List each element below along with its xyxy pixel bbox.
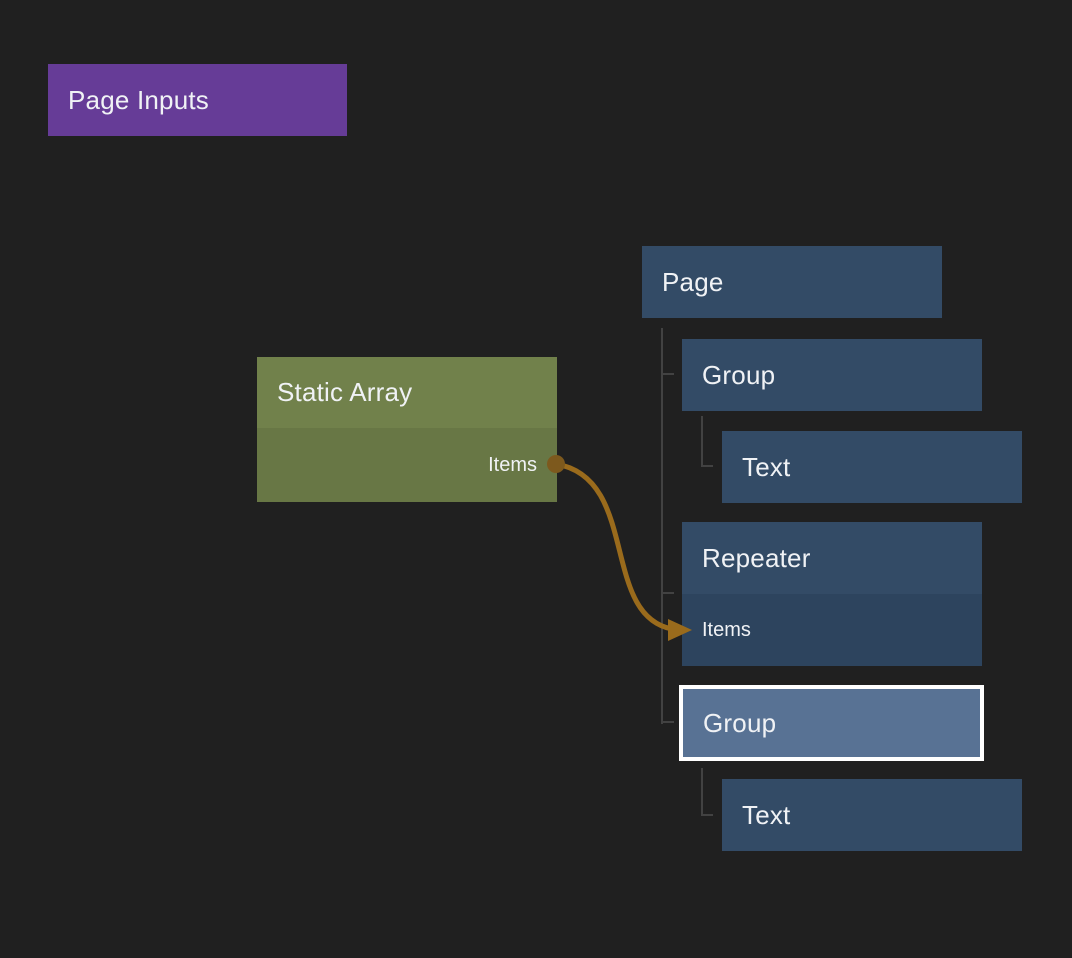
- tree-tick-group-1: [661, 373, 674, 375]
- output-port-items[interactable]: Items: [257, 428, 557, 502]
- tree-tick-text-2: [701, 814, 713, 816]
- tree-line-page-children: [661, 328, 663, 724]
- tree-line-group-selected-children: [701, 768, 703, 816]
- node-group-1[interactable]: Group: [682, 339, 982, 411]
- node-page-inputs[interactable]: Page Inputs: [48, 64, 347, 136]
- node-title: Page: [642, 246, 942, 318]
- node-text-2[interactable]: Text: [722, 779, 1022, 851]
- node-title: Text: [722, 779, 1022, 851]
- tree-tick-group-selected: [661, 721, 674, 723]
- node-title: Text: [722, 431, 1022, 503]
- node-repeater[interactable]: Repeater Items: [682, 522, 982, 666]
- port-label: Items: [488, 453, 537, 476]
- connection-wire[interactable]: [553, 461, 675, 632]
- node-title: Group: [682, 339, 982, 411]
- port-label: Items: [702, 618, 751, 641]
- tree-line-group-1-children: [701, 416, 703, 467]
- node-title: Group: [703, 707, 777, 738]
- tree-tick-text-1: [701, 465, 713, 467]
- node-text-1[interactable]: Text: [722, 431, 1022, 503]
- node-static-array[interactable]: Static Array Items: [257, 357, 557, 502]
- node-title: Repeater: [682, 522, 982, 594]
- input-port-items[interactable]: Items: [682, 594, 982, 666]
- node-title: Static Array: [257, 357, 557, 428]
- tree-tick-repeater: [661, 592, 674, 594]
- node-page[interactable]: Page: [642, 246, 942, 318]
- node-title: Page Inputs: [48, 64, 347, 136]
- node-group-selected[interactable]: Group: [679, 685, 984, 761]
